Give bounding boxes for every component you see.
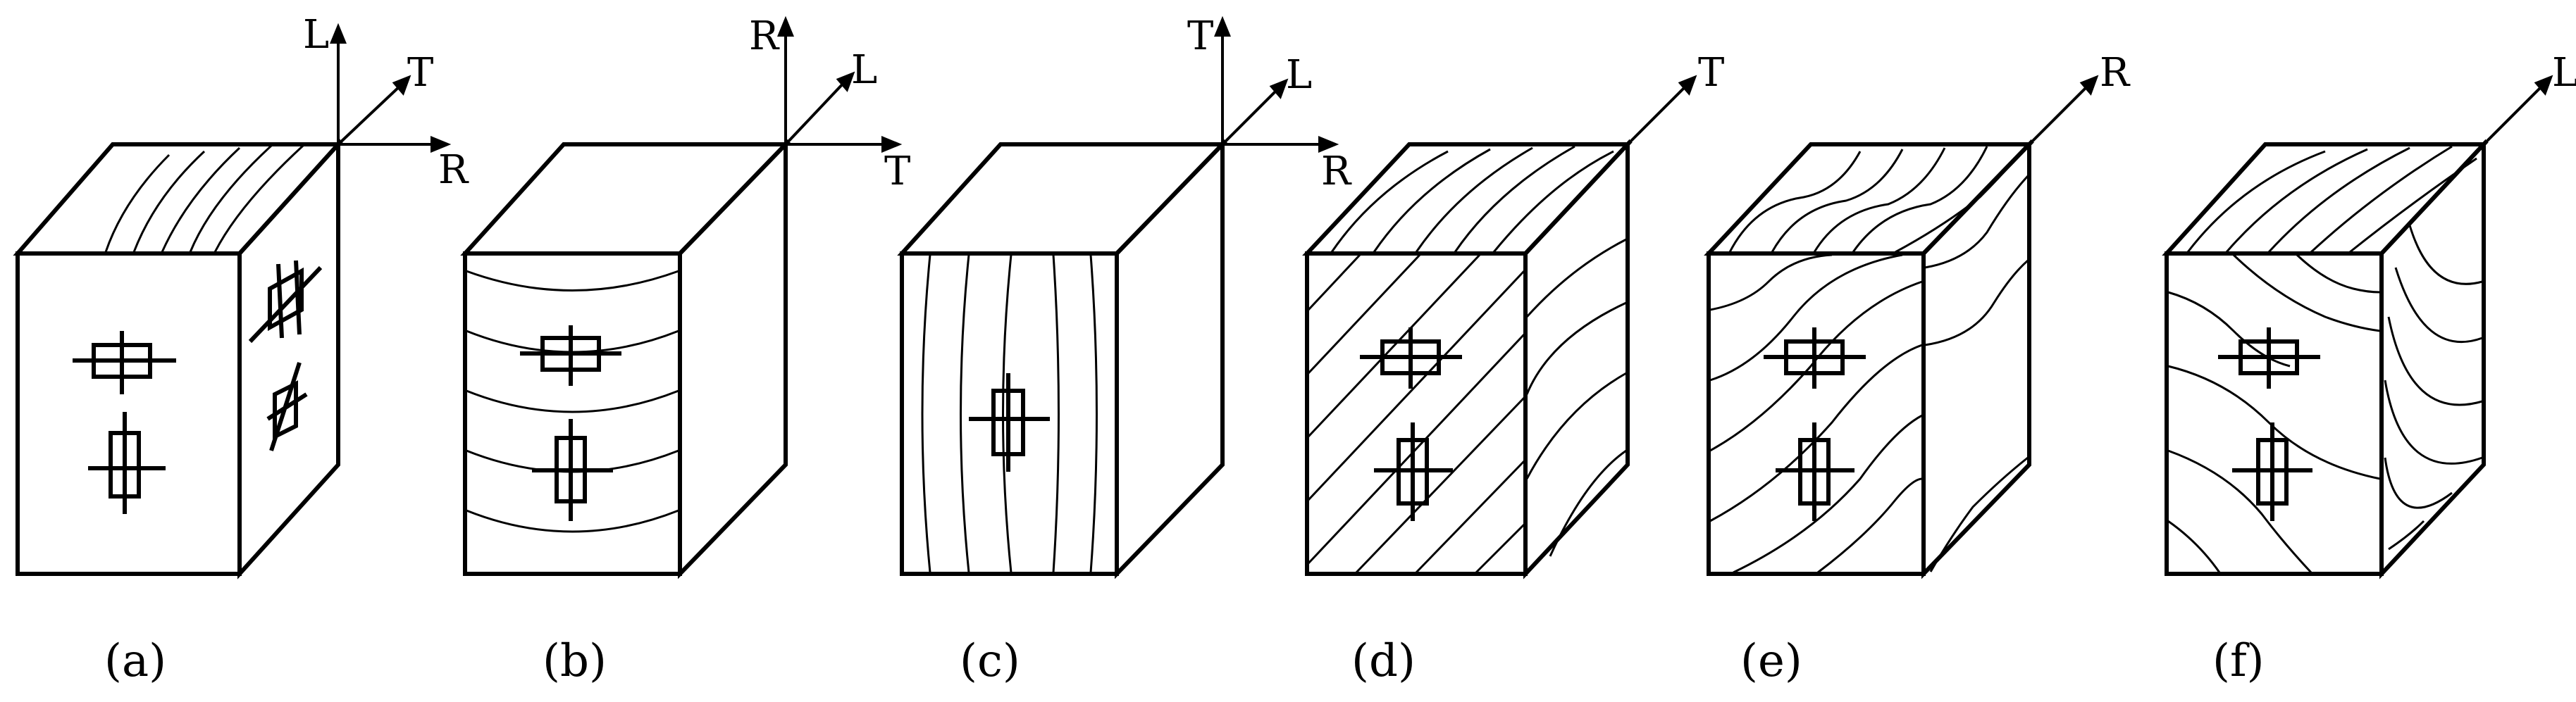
strain-gauge <box>2232 422 2312 521</box>
strain-gauge <box>2218 327 2320 389</box>
strain-gauge <box>266 362 308 451</box>
axis-label-L: L <box>1286 52 1312 98</box>
axis-arrows <box>330 23 452 153</box>
cube-top-face <box>897 142 1228 256</box>
axis-arrows <box>777 15 903 153</box>
strain-gauge <box>1374 422 1453 521</box>
caption-f: (f) <box>2212 635 2265 687</box>
axis-label-L: L <box>2552 50 2576 96</box>
cube-side-face <box>1115 139 1225 579</box>
cube-front-face <box>16 251 242 576</box>
axis-label-R: R <box>1321 149 1352 194</box>
caption-c: (c) <box>960 635 1020 687</box>
cube-side-face <box>237 139 340 579</box>
caption-a: (a) <box>104 635 166 687</box>
cube-top-face <box>460 142 791 256</box>
panel-e <box>1704 75 2099 579</box>
axis-label-R: R <box>438 147 469 193</box>
strain-gauge <box>1360 327 1462 389</box>
axis-arrows <box>1626 75 1697 146</box>
caption-d: (d) <box>1351 635 1416 687</box>
panel-b <box>460 15 903 579</box>
front-grain-lines <box>466 270 679 533</box>
front-grain-lines <box>1307 253 1525 574</box>
strain-gauge <box>248 260 323 344</box>
cube-side-face <box>1921 139 2031 579</box>
panel-f <box>2162 75 2553 579</box>
axis-arrows <box>2028 75 2099 146</box>
caption-e: (e) <box>1740 635 1802 687</box>
panel-d <box>1302 75 1697 579</box>
front-grain-lines <box>2167 253 2381 574</box>
axis-label-T: T <box>407 50 433 96</box>
top-grain-lines <box>1728 146 2024 253</box>
top-grain-lines <box>2186 145 2477 253</box>
panel-a <box>13 23 452 579</box>
axis-label-R: R <box>2100 50 2131 96</box>
axis-label-R: R <box>749 13 780 59</box>
caption-b: (b) <box>543 635 607 687</box>
strain-gauge <box>73 331 176 394</box>
cube-side-face <box>678 139 788 579</box>
strain-gauge <box>532 419 613 521</box>
strain-gauge <box>1764 327 1866 389</box>
side-grain-lines <box>1924 175 2029 572</box>
top-grain-lines <box>1330 145 1614 253</box>
panel-c <box>897 15 1339 579</box>
cube-front-face <box>1305 251 1528 576</box>
cube-front-face <box>2165 251 2384 576</box>
cube-top-face <box>1302 142 1633 256</box>
strain-gauge <box>969 373 1050 472</box>
axis-label-L: L <box>851 47 877 93</box>
axis-label-T: T <box>1187 13 1213 59</box>
cube-side-face <box>1523 139 1630 579</box>
strain-gauge <box>1776 422 1854 521</box>
cube-side-face <box>2379 139 2486 579</box>
cube-top-face <box>2162 142 2489 256</box>
cube-top-face <box>1704 142 2035 256</box>
axis-label-T: T <box>1698 50 1724 96</box>
top-grain-lines <box>104 144 304 253</box>
front-grain-lines <box>1709 253 1923 574</box>
strain-gauge <box>520 325 621 386</box>
axis-label-T: T <box>884 149 910 194</box>
axis-label-L: L <box>303 12 329 58</box>
cube-front-face <box>463 251 682 576</box>
axis-arrows <box>1214 15 1339 153</box>
strain-gauge <box>88 412 166 514</box>
side-grain-lines <box>2384 225 2483 551</box>
side-grain-lines <box>1525 238 1627 557</box>
axis-arrows <box>2482 75 2553 146</box>
front-grain-lines <box>921 254 1098 573</box>
